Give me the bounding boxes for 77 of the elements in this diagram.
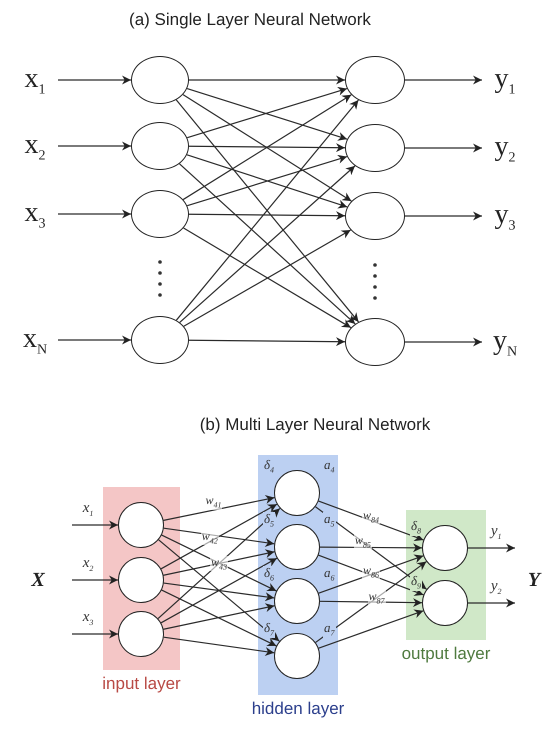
arrow (318, 610, 424, 649)
panel-title: (a) Single Layer Neural Network (129, 10, 371, 30)
edge-label: w$_{87}$ (368, 590, 386, 606)
arrow (164, 582, 274, 602)
arrow (163, 603, 275, 630)
symbol-label: a$_{5}$ (323, 512, 336, 529)
arrow (405, 144, 482, 152)
edge-label: w$_{85}$ (354, 534, 372, 550)
arrow (315, 561, 427, 643)
layer-label: input layer (102, 674, 181, 694)
arrow (72, 630, 118, 638)
arrow (160, 504, 278, 570)
neuron-circle (131, 56, 189, 104)
symbol-label: δ$_{4}$ (263, 458, 276, 475)
edge-label: x$_{3}$ (82, 610, 94, 626)
arrow (468, 598, 515, 608)
arrow (189, 211, 345, 220)
layer-label: hidden layer (252, 699, 344, 719)
edge-label: y$_{2}$ (490, 578, 503, 596)
arrow (72, 576, 118, 584)
neuron-circle (345, 192, 405, 240)
edge-label: w$_{43}$ (210, 556, 228, 572)
neuron-circle (118, 611, 164, 657)
variable-label: y$_{2}$ (482, 131, 528, 165)
arrow (158, 508, 280, 620)
variable-label: x$_{N}$ (12, 323, 58, 357)
panel-title: (b) Multi Layer Neural Network (200, 415, 430, 435)
arrow (163, 495, 275, 521)
arrow (468, 544, 515, 552)
variable-label: y$_{3}$ (482, 199, 528, 233)
arrow (58, 142, 131, 150)
variable-label: x$_{2}$ (12, 129, 58, 163)
arrow (189, 143, 345, 152)
variable-label: y$_{1}$ (482, 63, 528, 97)
arrow (161, 590, 277, 646)
neuron-circle (131, 316, 189, 364)
arrow (189, 337, 345, 346)
symbol-label: δ$_{5}$ (263, 512, 276, 529)
arrow (320, 598, 422, 608)
neuron-circle (345, 56, 405, 104)
neuron-circle (131, 122, 189, 170)
arrow (405, 76, 482, 84)
vector-symbol: X (31, 568, 45, 592)
variable-label: x$_{3}$ (12, 197, 58, 231)
arrow (161, 534, 277, 592)
symbol-label: δ$_{9}$ (410, 574, 422, 591)
variable-label: y$_{N}$ (482, 325, 528, 359)
arrow (189, 76, 345, 84)
arrow (164, 636, 274, 656)
neuron-circle (118, 502, 164, 548)
symbol-label: δ$_{7}$ (263, 621, 276, 638)
arrow (405, 212, 482, 220)
layer-label: output layer (402, 644, 490, 664)
edge-label: w$_{42}$ (200, 530, 219, 546)
arrow (318, 500, 424, 542)
neuron-circle (345, 318, 405, 366)
arrow (58, 336, 131, 344)
arrow (158, 539, 280, 642)
arrow (405, 338, 482, 346)
neuron-circle (131, 190, 189, 238)
edge-label: x$_{2}$ (82, 556, 94, 572)
neuron-circle (345, 124, 405, 172)
edge-label: x$_{1}$ (82, 500, 94, 518)
arrow (315, 506, 427, 590)
symbol-label: δ$_{8}$ (410, 519, 422, 536)
arrow (164, 528, 274, 547)
edge-label: y$_{1}$ (490, 524, 503, 540)
symbol-label: δ$_{6}$ (263, 566, 276, 583)
arrow (160, 558, 278, 624)
arrow (320, 543, 422, 552)
arrow (72, 520, 118, 530)
arrow (58, 210, 131, 218)
neuron-circle (118, 557, 164, 603)
arrow (58, 76, 131, 84)
variable-label: x$_{1}$ (12, 63, 58, 97)
arrow (163, 549, 275, 576)
vector-symbol: Y (528, 568, 540, 592)
